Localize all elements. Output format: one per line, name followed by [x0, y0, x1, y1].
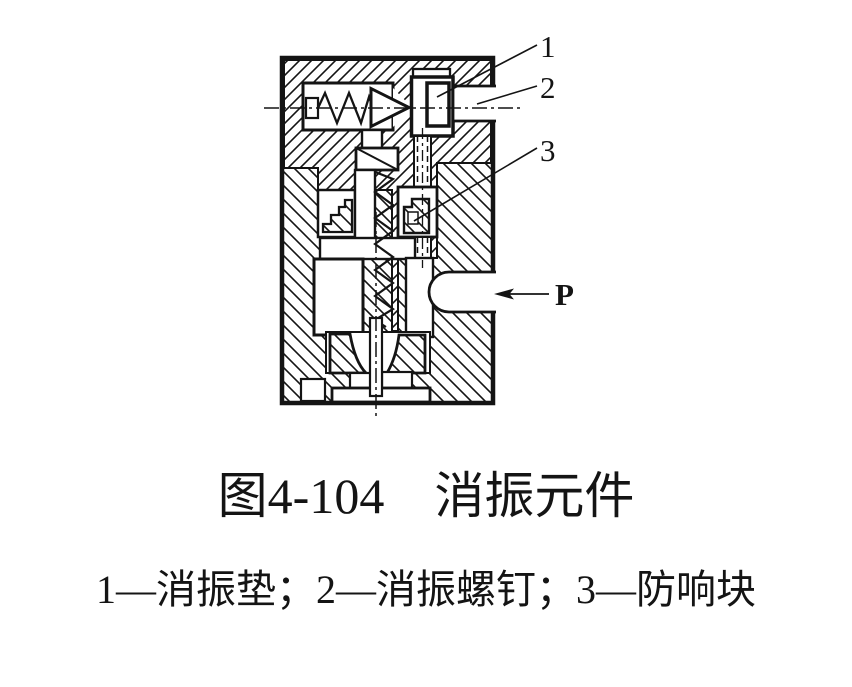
- leader-2: [476, 85, 538, 105]
- bottom-poppet-seat: [299, 316, 432, 404]
- centerlines: [264, 107, 520, 420]
- figure-4-104-cross-section: 1 2 3 P: [264, 29, 574, 420]
- part-label-3: 3: [540, 133, 556, 168]
- port-label-P: P: [555, 277, 574, 312]
- leader-1: [436, 44, 538, 98]
- leader-lines: [413, 44, 538, 222]
- leader-3: [413, 147, 538, 222]
- claw-block: [321, 198, 354, 234]
- arrow-left-icon: [494, 288, 514, 300]
- figure-caption: 图4-104 消振元件: [217, 468, 635, 524]
- part-label-1: 1: [540, 29, 556, 64]
- part-label-2: 2: [540, 70, 556, 105]
- vertical-spring: [372, 170, 396, 328]
- horizontal-spring: [316, 89, 375, 127]
- spool-assembly: [312, 128, 417, 337]
- port-arrow: [494, 288, 549, 300]
- figure-legend: 1—消振垫；2—消振螺钉；3—防响块: [96, 567, 756, 612]
- damping-pad-part1: [409, 67, 455, 138]
